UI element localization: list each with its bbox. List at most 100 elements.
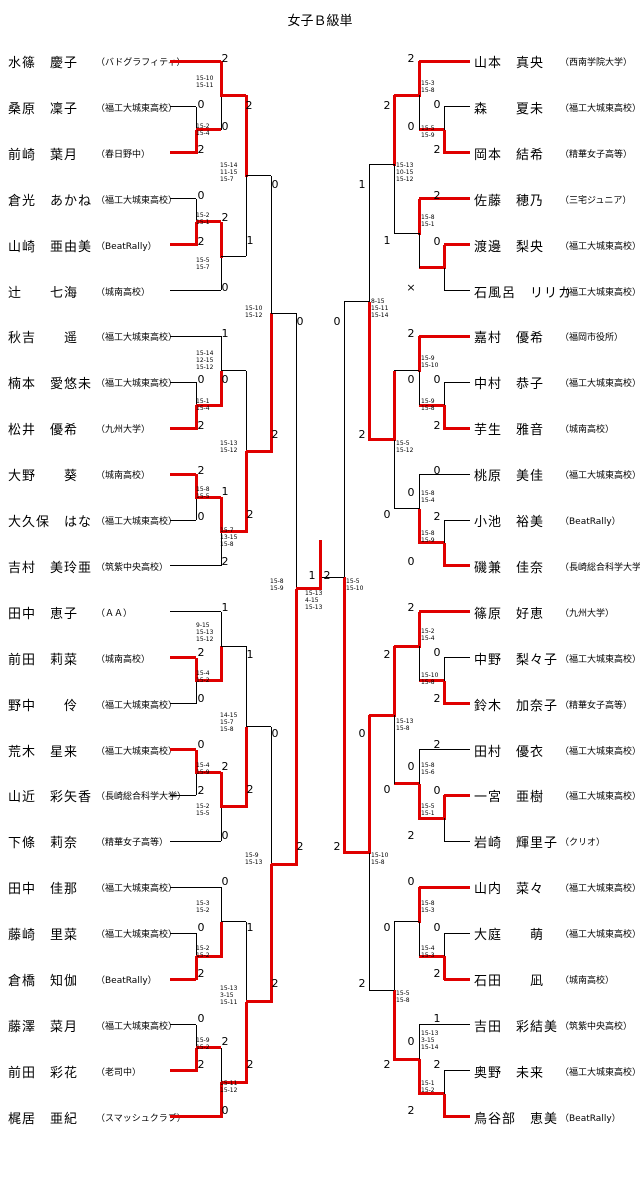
bracket-line	[221, 921, 246, 923]
bracket-line	[419, 749, 470, 750]
bracket-line	[194, 956, 198, 981]
team-name: （精華女子高等）	[560, 149, 633, 160]
game-count: 0	[221, 281, 229, 294]
game-count: 2	[197, 646, 205, 659]
game-count: 2	[407, 1104, 415, 1117]
player-name: 前田 莉菜	[8, 652, 79, 668]
bracket-line	[194, 1047, 198, 1073]
team-name: （九州大学）	[96, 425, 151, 436]
game-count: 1	[221, 327, 229, 340]
bracket-line	[418, 474, 420, 509]
bracket-line	[295, 313, 297, 589]
team-name: （城南高校）	[560, 425, 615, 436]
bracket-line	[418, 749, 420, 784]
bracket-line	[444, 1115, 470, 1119]
bracket-line	[419, 197, 470, 201]
game-count: 0	[433, 646, 441, 659]
bracket-line	[195, 198, 197, 222]
bracket-line	[220, 1047, 222, 1083]
score-text: 9-15 15-13 15-12	[196, 622, 214, 643]
bracket-line	[245, 921, 247, 1002]
player-name: 大庭 萌	[474, 928, 545, 944]
game-count: 0	[407, 1035, 415, 1048]
game-count: 0	[433, 373, 441, 386]
bracket-line	[246, 1000, 271, 1004]
bracket-line	[219, 221, 223, 258]
game-count: 0	[197, 189, 205, 202]
team-name: （BeatRally）	[96, 976, 157, 986]
game-count: 0	[221, 120, 229, 133]
bracket-line	[444, 151, 470, 155]
bracket-line	[195, 772, 197, 796]
bracket-line	[444, 702, 470, 706]
bracket-line	[444, 290, 470, 291]
player-name: 前田 彩花	[8, 1065, 79, 1081]
bracket-line	[245, 175, 247, 257]
player-name: 荒木 星来	[8, 744, 79, 760]
game-count: 2	[221, 555, 229, 568]
game-count: 0	[407, 875, 415, 888]
bracket-line	[443, 657, 445, 681]
score-text: 15-5 15-1	[421, 803, 435, 817]
score-text: 15-8 15-4	[421, 490, 435, 504]
bracket-line	[170, 198, 196, 200]
score-text: 15-8 15-1	[421, 214, 435, 228]
game-count: 0	[221, 829, 229, 842]
bracket-line	[419, 885, 470, 889]
team-name: （城南高校）	[560, 976, 615, 986]
game-count: 2	[246, 1058, 254, 1071]
bracket-line	[442, 956, 446, 981]
score-text: 15-13 3-15 15-14	[421, 1030, 439, 1051]
game-count: 1	[246, 648, 254, 661]
team-name: （福工大城東高校）	[96, 746, 178, 757]
bracket-line	[392, 646, 396, 717]
bracket-line	[393, 715, 395, 784]
bracket-line	[170, 151, 196, 155]
team-name: （福工大城東高校）	[560, 471, 640, 482]
score-text: 15-9 15-8	[421, 398, 435, 412]
score-text: 15-13 4-15 15-13	[305, 590, 323, 611]
player-name: 下條 莉奈	[8, 836, 79, 852]
team-name: （老司中）	[96, 1067, 142, 1078]
score-text: 15-2 15-4	[196, 123, 210, 137]
player-name: 藤澤 菜月	[8, 1019, 79, 1035]
bracket-line	[244, 1001, 248, 1084]
score-text: 15-2 15-4	[421, 628, 435, 642]
champion-line	[318, 540, 322, 591]
bracket-line	[417, 611, 421, 648]
player-name: 嘉村 優希	[474, 331, 545, 347]
bracket-line	[369, 438, 394, 442]
game-count: 2	[197, 235, 205, 248]
bracket-line	[221, 529, 246, 533]
team-name: （長崎総合科学大学）	[96, 792, 187, 803]
bracket-line	[443, 267, 445, 291]
bracket-line	[170, 426, 196, 430]
player-name: 前崎 葉月	[8, 147, 79, 163]
bracket-line	[294, 588, 298, 866]
score-text: 15-4 15-9	[196, 762, 210, 776]
game-count: 2	[333, 840, 341, 853]
game-count: 1	[221, 485, 229, 498]
team-name: （福工大城東高校）	[560, 792, 640, 803]
bracket-line	[271, 862, 296, 866]
bracket-line	[220, 336, 222, 371]
bracket-line	[221, 805, 246, 809]
bracket-line	[392, 95, 396, 166]
bracket-line	[418, 646, 420, 681]
bracket-line	[443, 520, 445, 543]
bracket-line	[444, 519, 470, 521]
bracket-line	[418, 1024, 420, 1060]
player-name: 水篠 慶子	[8, 56, 79, 71]
bracket-line	[368, 852, 370, 991]
game-count: 0	[271, 178, 279, 191]
player-name: 岩崎 輝里子	[474, 836, 559, 852]
game-count: 1	[246, 234, 254, 247]
game-count: 0	[197, 921, 205, 934]
bracket-line	[246, 175, 271, 177]
game-count: 2	[383, 648, 391, 661]
bracket-line	[417, 61, 421, 97]
bracket-line	[418, 921, 420, 957]
bracket-line	[394, 782, 419, 786]
team-name: （三宅ジュニア）	[560, 195, 632, 206]
player-name: 山近 彩矢香	[8, 790, 93, 806]
